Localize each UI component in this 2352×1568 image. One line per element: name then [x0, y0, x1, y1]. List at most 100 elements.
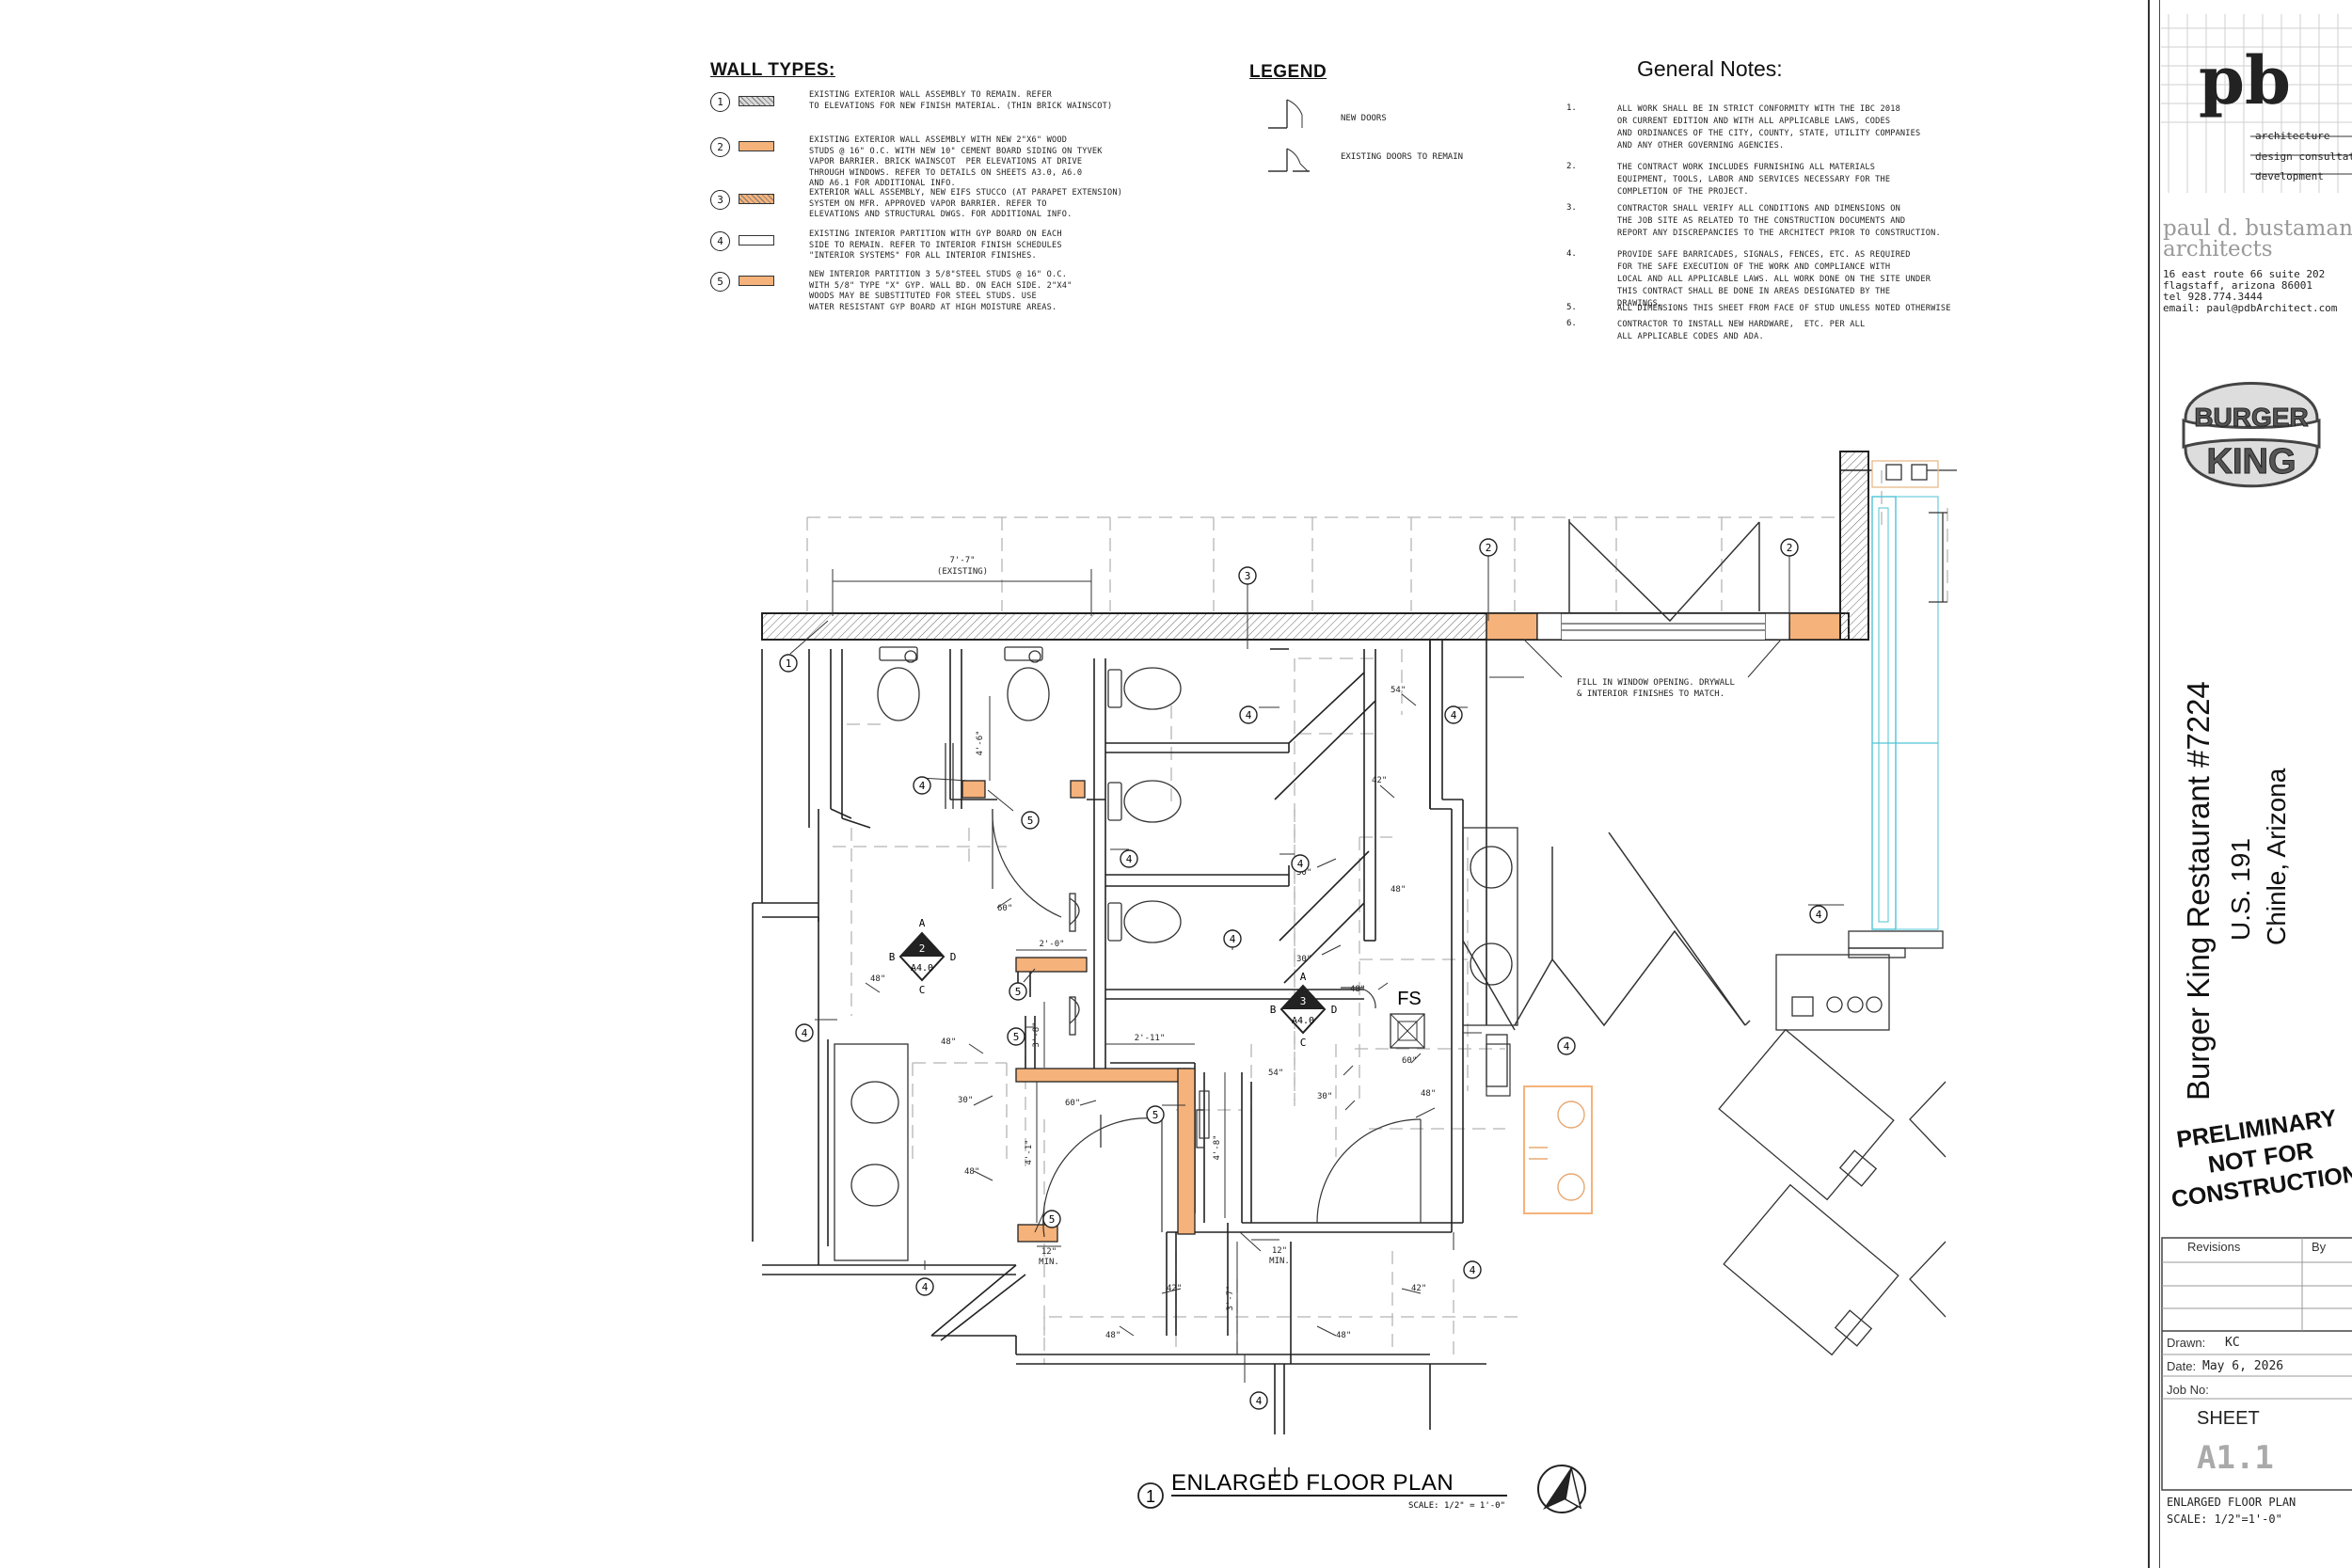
- floor-sink-icon: [1390, 1013, 1425, 1049]
- wall-type-tag: 1: [710, 92, 730, 112]
- wall-tag: 4: [1809, 905, 1828, 924]
- wall-type-description: EXISTING EXTERIOR WALL ASSEMBLY WITH NEW…: [809, 135, 1103, 188]
- clr-48-mid: 48": [1391, 885, 1406, 895]
- firm-name: paul d. bustamante: [2163, 216, 2352, 241]
- clr-48-lav: 48": [941, 1037, 956, 1047]
- by-label: By: [2312, 1240, 2327, 1254]
- plan-title-num: 1: [1146, 1487, 1155, 1506]
- brand-logo-top: BURGER: [2194, 403, 2308, 432]
- plan-title: ENLARGED FLOOR PLAN: [1171, 1470, 1454, 1496]
- brand-logo-bottom: KING: [2207, 442, 2296, 482]
- dimension-lines: [832, 569, 1279, 1354]
- wall-tag-number: 5: [1049, 1213, 1056, 1226]
- dim-min-left: MIN.: [1039, 1258, 1059, 1267]
- general-notes-title: General Notes:: [1637, 56, 1783, 81]
- wall-tag: 4: [1223, 929, 1242, 948]
- section-left-n: A: [919, 917, 926, 929]
- wall-type-description: EXISTING INTERIOR PARTITION WITH GYP BOA…: [809, 230, 1062, 261]
- new-door-symbol: [1268, 99, 1303, 129]
- clr-48-left: 48": [870, 974, 885, 984]
- sheet-scale: SCALE: 1/2"=1'-0": [2167, 1513, 2282, 1526]
- clr-54-low: 54": [1268, 1069, 1283, 1078]
- wall-tag-number: 4: [802, 1027, 808, 1039]
- dim-4-6: 4'-6": [976, 730, 985, 755]
- wall-tag-number: 1: [786, 657, 792, 670]
- wall-tag: 3: [1238, 566, 1257, 585]
- wall-tag: 5: [1009, 982, 1027, 1001]
- wall-tag: 4: [913, 776, 931, 795]
- wall-tag: 5: [1146, 1105, 1165, 1124]
- wall-tag: 5: [1021, 811, 1040, 830]
- wall-tag-number: 5: [1015, 986, 1022, 998]
- wall-tag-number: 2: [1787, 542, 1793, 554]
- project-name: Burger King Restaurant #7224: [2181, 681, 2216, 1101]
- legend-existing-doors: EXISTING DOORS TO REMAIN: [1341, 152, 1464, 162]
- north-arrow-icon: [1537, 1465, 1586, 1513]
- drive-thru-window-outline: [1462, 519, 1760, 1031]
- section-right-n: A: [1300, 971, 1307, 983]
- wall-type-description: NEW INTERIOR PARTITION 3 5/8"STEEL STUDS…: [809, 270, 1073, 312]
- exterior-wall: [761, 451, 1872, 641]
- section-left-w: B: [889, 951, 896, 963]
- wall-tag: 4: [1444, 705, 1463, 724]
- general-notes-section: General Notes: 1.ALL WORK SHALL BE IN ST…: [1566, 56, 2037, 341]
- wall-tag: 4: [915, 1277, 934, 1296]
- clr-60-right: 60": [1402, 1056, 1417, 1066]
- date-value: May 6, 2026: [2202, 1359, 2284, 1373]
- firm-address-2: flagstaff, arizona 86001: [2163, 279, 2312, 292]
- wall-tag-number: 4: [1564, 1040, 1570, 1053]
- general-note-number: 1.: [1566, 103, 1577, 113]
- revisions-label: Revisions: [2187, 1240, 2241, 1254]
- revisions-table: [2161, 1237, 2352, 1491]
- wall-tag-number: 4: [1126, 853, 1133, 865]
- wall-types-title: WALL TYPES:: [710, 60, 835, 80]
- wall-type-description: EXTERIOR WALL ASSEMBLY, NEW EIFS STUCCO …: [809, 188, 1123, 219]
- firm-name-2: architects: [2163, 237, 2273, 261]
- wall-tag: 4: [1120, 849, 1138, 868]
- wall-tag: 2: [1479, 538, 1498, 557]
- section-left-e: D: [950, 951, 957, 963]
- clr-42-bottom-r: 42": [1411, 1284, 1426, 1293]
- firm-service-3: development: [2255, 170, 2324, 182]
- floor-sink-label: FS: [1397, 989, 1422, 1009]
- bottom-entry: [1274, 1363, 1486, 1477]
- wall-tag: 5: [1042, 1210, 1061, 1228]
- section-right-w: B: [1270, 1004, 1277, 1016]
- general-note-text: PROVIDE SAFE BARRICADES, SIGNALS, FENCES…: [1617, 250, 1931, 309]
- sheet-title: ENLARGED FLOOR PLAN: [2167, 1496, 2296, 1509]
- wall-type-swatch: [739, 235, 774, 245]
- section-left-s: C: [919, 984, 926, 996]
- wall-type-tag: 4: [710, 231, 730, 251]
- legend-new-doors: NEW DOORS: [1341, 114, 1387, 123]
- general-note-number: 5.: [1566, 303, 1577, 312]
- left-outer-walls: [752, 649, 829, 1246]
- wall-tag: 4: [1557, 1037, 1576, 1055]
- fill-window-note-1: FILL IN WINDOW OPENING. DRYWALL: [1577, 678, 1735, 688]
- project-city: Chinle, Arizona: [2262, 768, 2291, 945]
- sheet-number: A1.1: [2197, 1439, 2274, 1477]
- toilet-2: [1004, 646, 1050, 721]
- kitchen-equipment: [1718, 460, 1957, 1356]
- clearance-arrows: [865, 693, 1436, 1337]
- wall-type-swatch: [739, 194, 774, 204]
- toilet-4: [1107, 780, 1182, 823]
- dimension-texts: 7'-7" (EXISTING) 4'-6" 2'-0" 3'-8" 2'-11…: [937, 556, 1290, 1311]
- plan-scale: SCALE: 1/2" = 1'-0": [1408, 1501, 1505, 1511]
- lavatory-fixtures: [834, 827, 1518, 1261]
- title-block: pb architecture design consultation deve…: [2148, 0, 2352, 1568]
- door-symbols: [1268, 99, 1310, 172]
- wall-tag-number: 4: [1451, 709, 1457, 721]
- section-marker-right: 3 A4.0 A C B D: [1270, 971, 1338, 1049]
- wall-tag-number: 4: [1470, 1264, 1476, 1276]
- wall-tag-number: 4: [919, 780, 926, 792]
- firm-logo: pb: [2161, 14, 2352, 193]
- clearance-texts: 54" 42" 30" 48" 30" 48" 54" 30" 60" 48" …: [870, 686, 1436, 1340]
- dim-2-11: 2'-11": [1135, 1034, 1166, 1043]
- wall-tag-number: 5: [1013, 1031, 1020, 1043]
- firm-service-1: architecture: [2255, 130, 2330, 142]
- wall-type-tag: 2: [710, 137, 730, 157]
- clr-42-bottom-l: 42": [1167, 1284, 1182, 1293]
- section-right-sheet: A4.0: [1292, 1016, 1314, 1026]
